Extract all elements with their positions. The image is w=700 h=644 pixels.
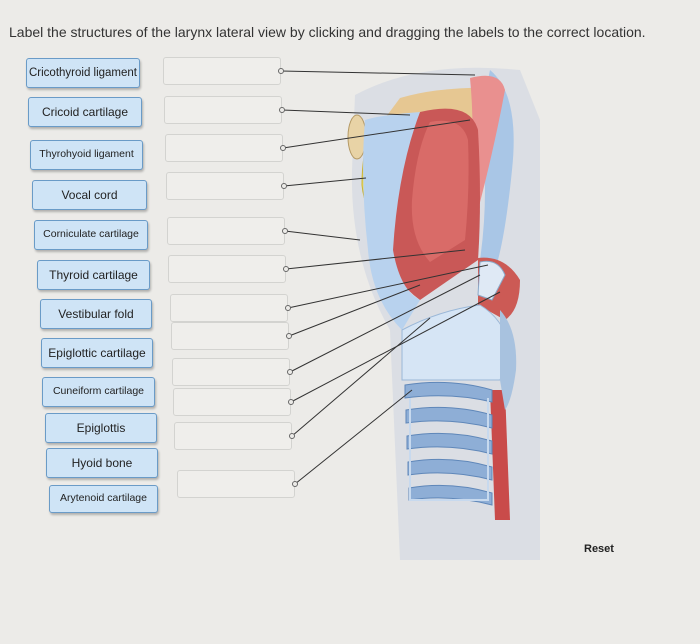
- thyroid-cartilage-shape: [363, 112, 420, 330]
- leader-lines: [280, 70, 501, 485]
- epiglottis-shape: [460, 75, 505, 240]
- background-tissue: [351, 67, 540, 561]
- laryngeal-lumen: [390, 108, 480, 300]
- label-cricoid-cartilage[interactable]: Cricoid cartilage: [28, 97, 142, 127]
- posterior-wall: [480, 70, 514, 270]
- drop-target[interactable]: [166, 172, 284, 200]
- drop-target[interactable]: [177, 470, 295, 498]
- mucosa-highlight: [411, 120, 469, 262]
- cricoid-cartilage-shape: [401, 304, 511, 381]
- label-arytenoid-cartilage[interactable]: Arytenoid cartilage: [49, 485, 158, 513]
- drop-target[interactable]: [165, 134, 283, 162]
- arytenoid-region: [478, 257, 520, 320]
- label-thyroid-cartilage[interactable]: Thyroid cartilage: [37, 260, 150, 290]
- label-epiglottic-cartilage[interactable]: Epiglottic cartilage: [41, 338, 153, 368]
- drop-target[interactable]: [167, 217, 285, 245]
- drop-target[interactable]: [172, 358, 290, 386]
- label-epiglottis[interactable]: Epiglottis: [45, 413, 157, 443]
- posterior-muscle: [490, 390, 510, 520]
- label-corniculate-cartilage[interactable]: Corniculate cartilage: [34, 220, 148, 250]
- hyoid-region: [380, 87, 500, 125]
- drop-target[interactable]: [168, 255, 286, 283]
- label-thyrohyoid-ligament[interactable]: Thyrohyoid ligament: [30, 140, 143, 170]
- drop-target[interactable]: [164, 96, 282, 124]
- trachea-lumen: [409, 398, 489, 501]
- drop-target[interactable]: [174, 422, 292, 450]
- drop-target[interactable]: [163, 57, 281, 85]
- fat-pad: [361, 127, 421, 226]
- label-cuneiform-cartilage[interactable]: Cuneiform cartilage: [42, 377, 155, 407]
- arytenoid-cartilage-shape: [477, 260, 506, 301]
- drop-target[interactable]: [171, 322, 289, 350]
- drop-target[interactable]: [173, 388, 291, 416]
- tracheal-rings: [404, 381, 493, 506]
- label-vocal-cord[interactable]: Vocal cord: [32, 180, 147, 210]
- drop-target[interactable]: [170, 294, 288, 322]
- hyoid-bone-shape: [347, 114, 367, 160]
- posterior-cartilage: [500, 310, 517, 410]
- instructions: Label the structures of the larynx later…: [9, 24, 646, 40]
- label-vestibular-fold[interactable]: Vestibular fold: [40, 299, 152, 329]
- label-hyoid-bone[interactable]: Hyoid bone: [46, 448, 158, 478]
- reset-button[interactable]: Reset: [584, 543, 614, 555]
- label-cricothyroid-ligament[interactable]: Cricothyroid ligament: [26, 58, 140, 88]
